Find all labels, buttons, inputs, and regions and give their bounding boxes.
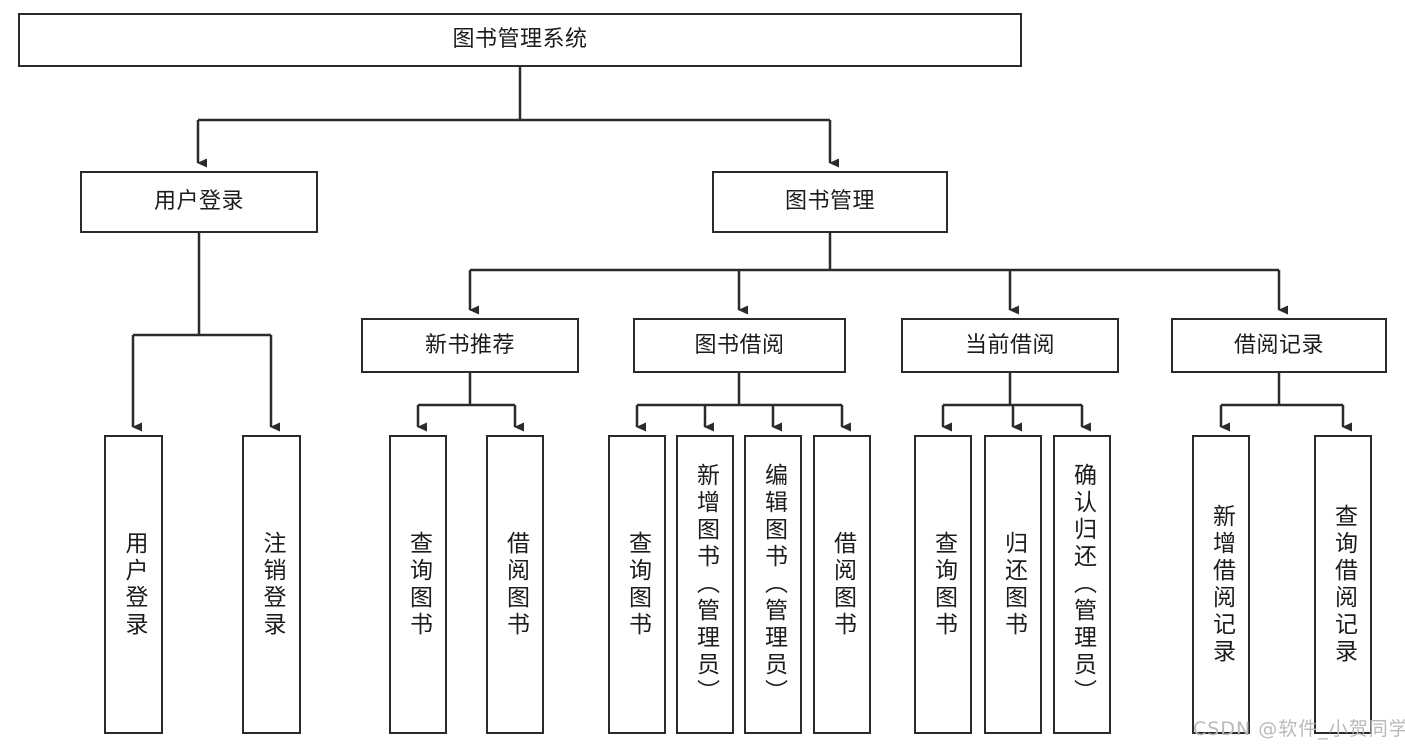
node-leaf-query-book-rec[interactable]: 查询图书 bbox=[389, 435, 447, 734]
node-leaf-query-book-current-label: 查询图书 bbox=[930, 530, 957, 639]
node-book-borrow-label: 图书借阅 bbox=[694, 332, 785, 358]
node-leaf-query-borrow-record[interactable]: 查询借阅记录 bbox=[1314, 435, 1372, 734]
node-new-book-recommend-label: 新书推荐 bbox=[424, 332, 515, 358]
node-root-label: 图书管理系统 bbox=[452, 27, 588, 53]
node-current-borrow[interactable]: 当前借阅 bbox=[901, 318, 1119, 373]
node-leaf-user-login-label: 用户登录 bbox=[121, 530, 147, 639]
node-leaf-edit-book-admin[interactable]: 编辑图书（管理员） bbox=[744, 435, 802, 734]
book-borrow-to-leaves-edges bbox=[635, 373, 851, 432]
node-current-borrow-label: 当前借阅 bbox=[964, 332, 1055, 358]
node-new-book-recommend[interactable]: 新书推荐 bbox=[361, 318, 579, 373]
node-leaf-confirm-return-admin[interactable]: 确认归还（管理员） bbox=[1053, 435, 1111, 734]
node-leaf-borrow-book-label: 借阅图书 bbox=[829, 530, 856, 639]
node-leaf-confirm-return-admin-label: 确认归还（管理员） bbox=[1069, 463, 1096, 706]
node-leaf-edit-book-admin-label: 编辑图书（管理员） bbox=[760, 463, 787, 706]
node-leaf-logout[interactable]: 注销登录 bbox=[242, 435, 301, 734]
node-user-login-label: 用户登录 bbox=[153, 189, 244, 215]
node-leaf-logout-label: 注销登录 bbox=[259, 530, 285, 639]
node-leaf-query-book-current[interactable]: 查询图书 bbox=[914, 435, 972, 734]
node-root[interactable]: 图书管理系统 bbox=[18, 13, 1022, 67]
current-borrow-to-leaves-edges bbox=[941, 373, 1091, 432]
node-book-manage[interactable]: 图书管理 bbox=[712, 171, 948, 233]
node-leaf-add-borrow-record-label: 新增借阅记录 bbox=[1208, 503, 1235, 666]
node-leaf-return-book[interactable]: 归还图书 bbox=[984, 435, 1042, 734]
root-to-level2-edges bbox=[196, 67, 839, 168]
new-book-recommend-to-leaves-edges bbox=[416, 373, 524, 432]
csdn-watermark: CSDN @软件_小贺同学 bbox=[1193, 718, 1405, 740]
node-leaf-borrow-book-rec[interactable]: 借阅图书 bbox=[486, 435, 544, 734]
node-leaf-add-book-admin-label: 新增图书（管理员） bbox=[692, 463, 719, 706]
node-leaf-query-borrow-record-label: 查询借阅记录 bbox=[1330, 503, 1357, 666]
node-leaf-borrow-book-rec-label: 借阅图书 bbox=[502, 530, 529, 639]
user-login-to-leaves-edges bbox=[131, 233, 280, 432]
node-leaf-borrow-book[interactable]: 借阅图书 bbox=[813, 435, 871, 734]
borrow-record-to-leaves-edges bbox=[1219, 373, 1352, 432]
node-leaf-query-book-borrow[interactable]: 查询图书 bbox=[608, 435, 666, 734]
node-borrow-record-label: 借阅记录 bbox=[1233, 332, 1324, 358]
node-leaf-query-book-rec-label: 查询图书 bbox=[405, 530, 432, 639]
book-manage-to-level3-edges bbox=[468, 233, 1288, 315]
node-leaf-add-borrow-record[interactable]: 新增借阅记录 bbox=[1192, 435, 1250, 734]
node-leaf-user-login[interactable]: 用户登录 bbox=[104, 435, 163, 734]
node-borrow-record[interactable]: 借阅记录 bbox=[1171, 318, 1387, 373]
node-book-manage-label: 图书管理 bbox=[784, 189, 875, 215]
node-leaf-add-book-admin[interactable]: 新增图书（管理员） bbox=[676, 435, 734, 734]
node-leaf-return-book-label: 归还图书 bbox=[1000, 530, 1027, 639]
node-leaf-query-book-borrow-label: 查询图书 bbox=[624, 530, 651, 639]
node-book-borrow[interactable]: 图书借阅 bbox=[633, 318, 846, 373]
node-user-login[interactable]: 用户登录 bbox=[80, 171, 318, 233]
